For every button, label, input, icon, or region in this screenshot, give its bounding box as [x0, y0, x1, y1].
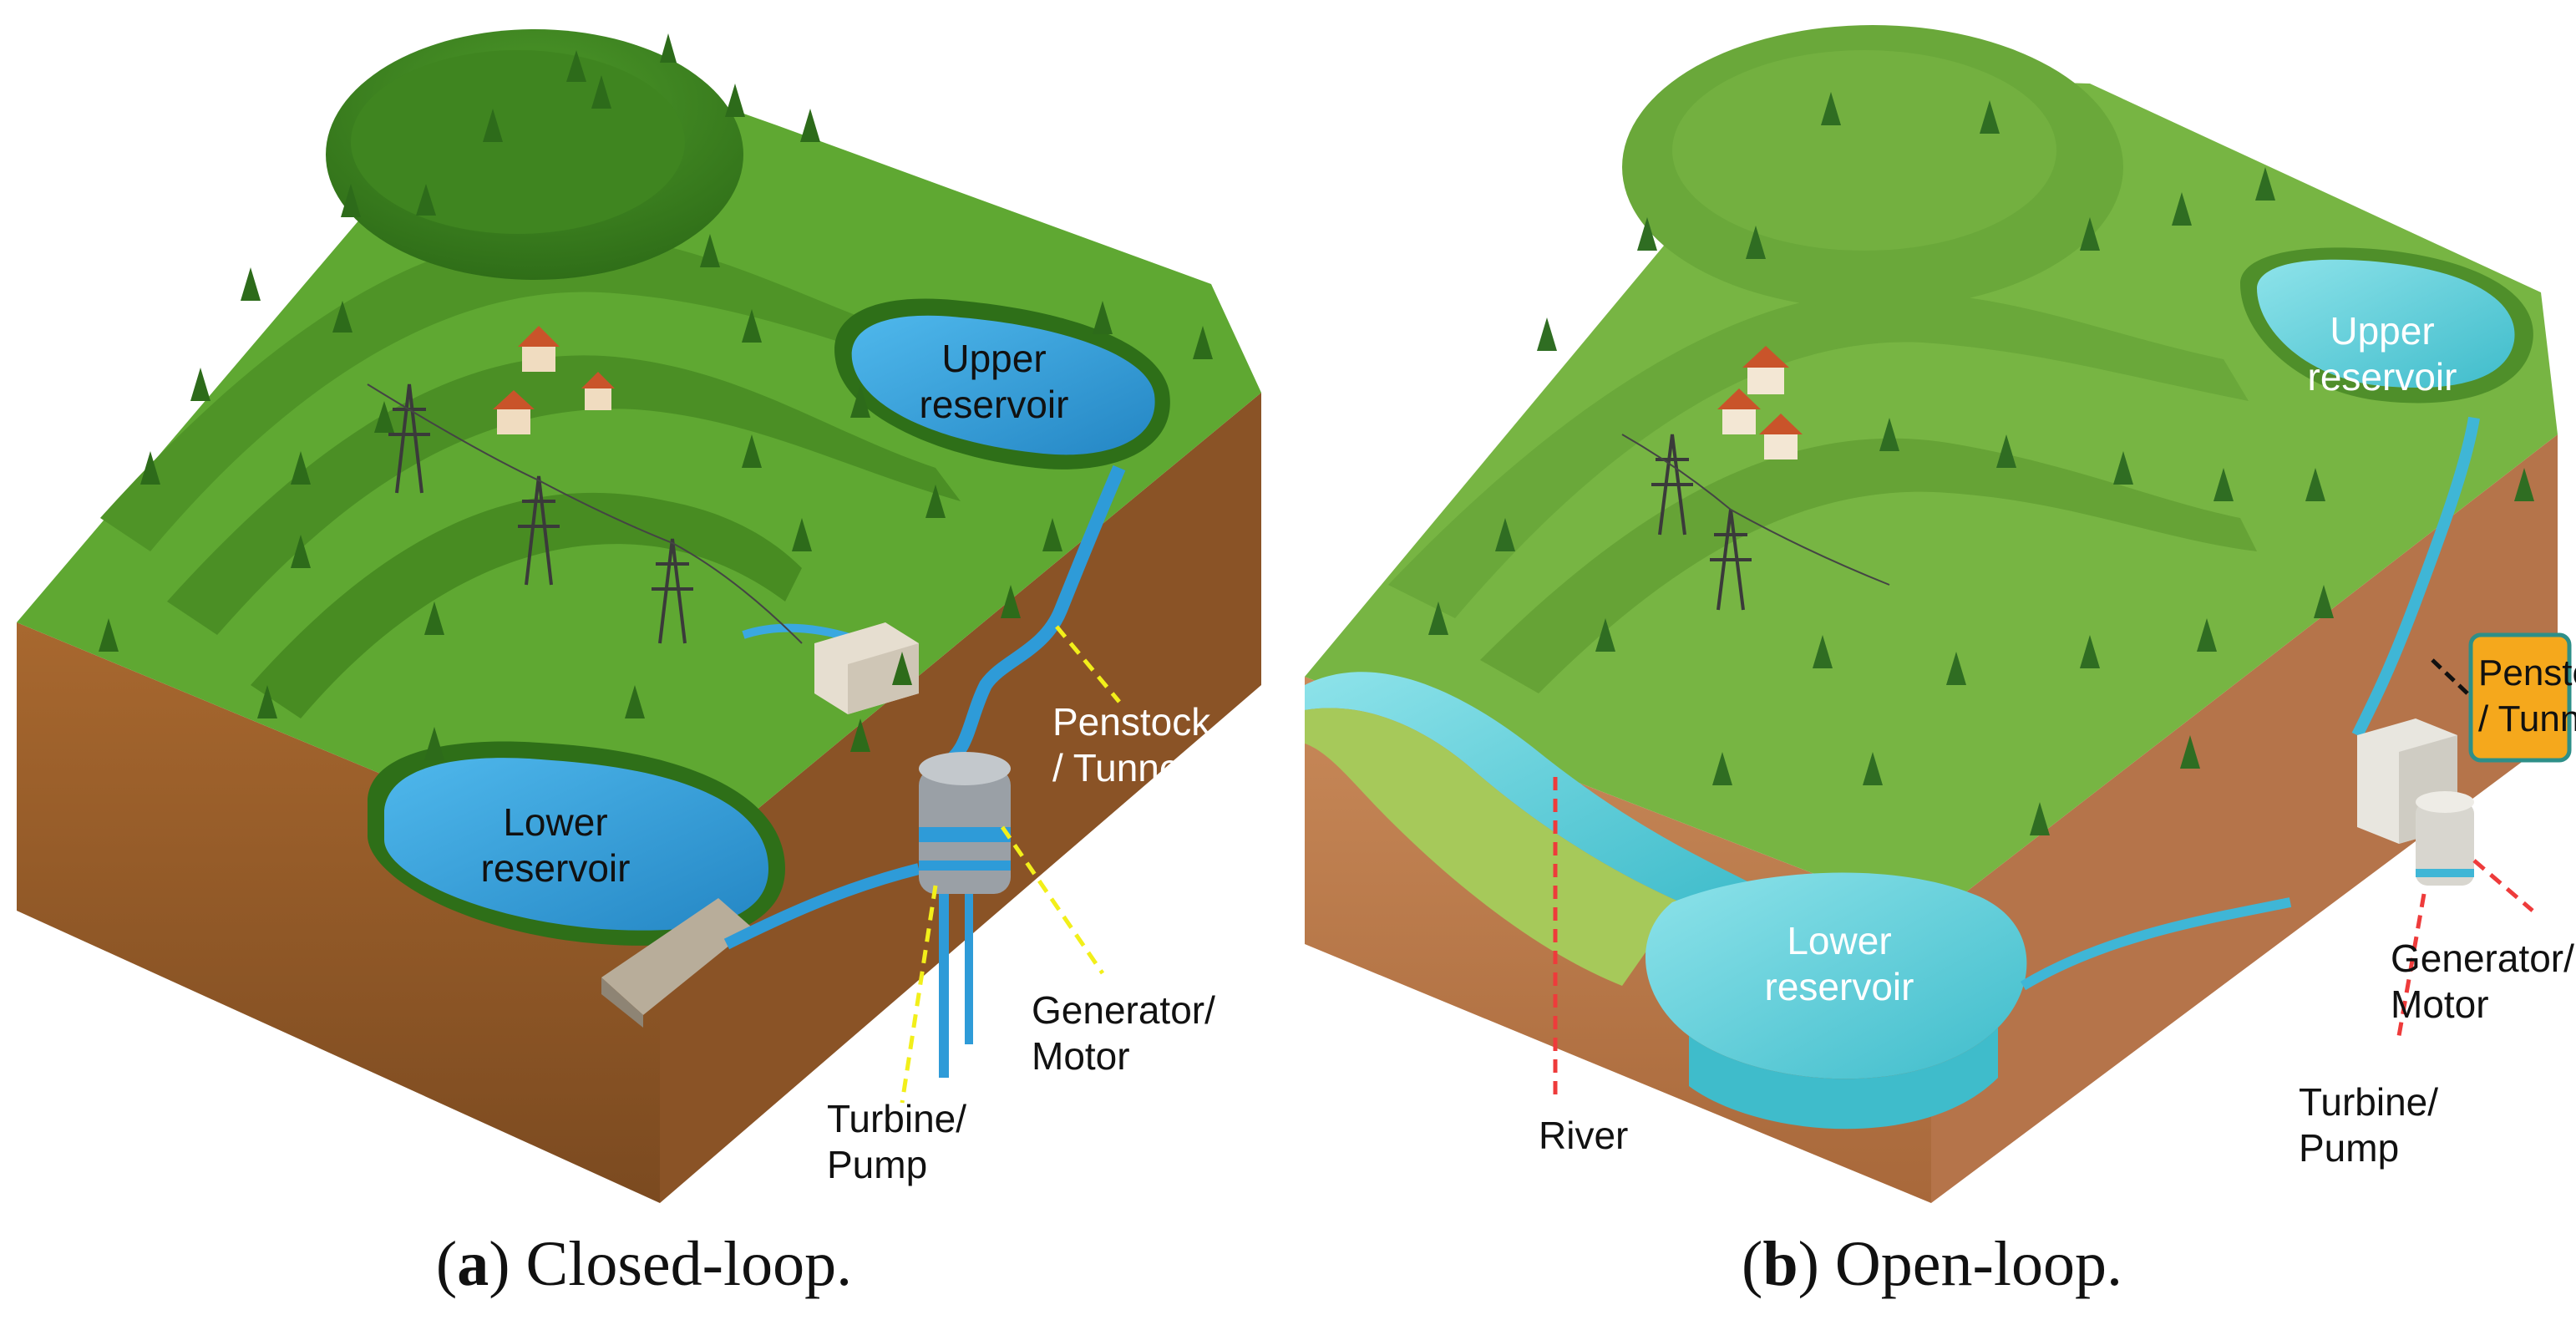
terrace-band [167, 355, 961, 635]
dam [601, 898, 752, 1015]
dam-face [601, 977, 643, 1028]
caption-text: Closed-loop. [525, 1229, 853, 1299]
label-penstock-line1: Penstock [1052, 700, 1211, 744]
label-turbine-line2: Pump [827, 1143, 927, 1186]
upper-reservoir-water [851, 315, 1155, 455]
terrace-band [1388, 291, 2249, 618]
label-penstock-line2: / Tunnel [2478, 698, 2576, 739]
label-lower-reservoir-line2: reservoir [1765, 965, 1914, 1008]
house [493, 390, 535, 434]
upper-reservoir-water [2257, 259, 2515, 388]
label-turbine-line1: Turbine/ [827, 1097, 966, 1140]
house [1759, 414, 1803, 459]
summit-hill-top [351, 50, 685, 234]
label-generator-line2: Motor [1032, 1034, 1130, 1078]
tailrace-pipe [2020, 897, 2292, 991]
house [581, 372, 615, 410]
label-penstock-line2: / Tunnel [1052, 746, 1189, 789]
house [518, 326, 560, 372]
generator-top [2416, 791, 2474, 813]
label-lower-reservoir-line2: reservoir [481, 846, 631, 890]
generator-band [919, 861, 1011, 871]
generator-band [2416, 869, 2474, 877]
river-bank [1305, 708, 1681, 986]
river [1305, 672, 1756, 902]
lower-reservoir-water [1645, 872, 2027, 1079]
penstock-label-box [2468, 632, 2572, 763]
label-upper-reservoir-line2: reservoir [920, 383, 1069, 426]
house [1742, 346, 1789, 394]
caption-open-loop: (b) Open-loop. [1742, 1229, 2122, 1299]
summit-hill-top [1672, 50, 2056, 251]
lower-reservoir-front [1689, 1028, 1998, 1130]
terrace-band [100, 232, 1002, 551]
penstock-pipe [940, 465, 1126, 771]
label-turbine-line2: Pump [2299, 1126, 2399, 1170]
label-upper-reservoir-line1: Upper [2330, 309, 2434, 353]
trees [1428, 92, 2534, 835]
generator-top [919, 752, 1011, 785]
tailrace-pipe [723, 863, 920, 950]
label-generator-line1: Generator/ [2391, 937, 2574, 980]
label-lower-reservoir-line1: Lower [1787, 919, 1891, 962]
terrace-band [251, 492, 802, 718]
open-loop-illustration: Upper reservoir Lower reservoir Penstock… [1305, 25, 2576, 1203]
label-upper-reservoir-line1: Upper [941, 337, 1046, 380]
label-generator-line1: Generator/ [1032, 988, 1215, 1032]
caption-text: Open-loop. [1834, 1229, 2122, 1299]
panel-closed-loop: Upper reservoir Lower reservoir Penstock… [17, 29, 1261, 1299]
generator-turbine [2416, 802, 2474, 886]
label-penstock-line1: Penstock [2478, 652, 2576, 693]
house [1717, 388, 1761, 434]
caption-closed-loop: (a) Closed-loop. [435, 1229, 853, 1299]
label-lower-reservoir-line1: Lower [503, 800, 607, 844]
soil-front-left [17, 622, 660, 1203]
leader-lines [900, 625, 1121, 1104]
power-lines [367, 383, 803, 644]
leader-lines [1553, 777, 2534, 1103]
caption-letter: a [457, 1229, 489, 1299]
transmission-tower [1651, 434, 1693, 536]
lower-reservoir-water [384, 758, 768, 931]
power-lines [1621, 434, 1890, 586]
penstock-leader [2431, 658, 2469, 695]
transmission-tower [652, 538, 693, 644]
caption-letter: b [1762, 1229, 1798, 1299]
label-turbine-line1: Turbine/ [2299, 1080, 2438, 1124]
closed-loop-illustration: Upper reservoir Lower reservoir Penstock… [17, 29, 1261, 1203]
panel-open-loop: Upper reservoir Lower reservoir Penstock… [1288, 0, 2576, 1320]
label-upper-reservoir-line2: reservoir [2308, 355, 2457, 399]
label-river: River [1539, 1114, 1628, 1157]
transmission-tower [518, 475, 560, 586]
trees [99, 33, 1213, 760]
generator-band [919, 827, 1011, 842]
terrace-band [1480, 438, 2257, 693]
penstock-pipe [2351, 416, 2480, 739]
label-generator-line2: Motor [2391, 982, 2489, 1026]
